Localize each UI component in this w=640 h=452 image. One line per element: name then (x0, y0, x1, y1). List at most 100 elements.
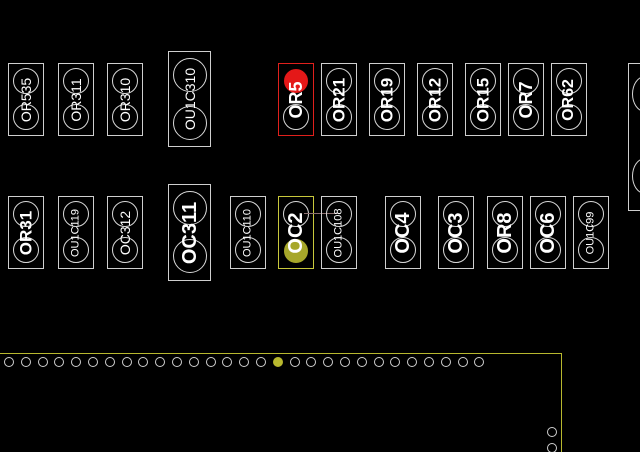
pad-1[interactable] (112, 68, 138, 94)
pad-2[interactable] (172, 239, 207, 273)
component-or21[interactable]: OR21 (321, 63, 357, 136)
pad-1[interactable] (13, 68, 39, 94)
component-partial-right[interactable] (628, 63, 640, 211)
pad-1-selected[interactable] (284, 69, 308, 93)
pad-1[interactable] (63, 201, 89, 227)
pad-2[interactable] (470, 104, 496, 130)
pad-1[interactable] (492, 201, 518, 227)
pad-1[interactable] (172, 58, 207, 92)
connector-pin[interactable] (457, 357, 468, 367)
component-ou1c108[interactable]: OU1C108 (321, 196, 357, 269)
pad-1[interactable] (63, 68, 89, 94)
pad-2[interactable] (632, 158, 640, 194)
component-or31[interactable]: OR31 (8, 196, 44, 269)
pad-2[interactable] (112, 104, 138, 130)
connector-pin[interactable] (424, 357, 434, 367)
component-or62[interactable]: OR62 (551, 63, 587, 136)
pad-2[interactable] (13, 104, 39, 130)
connector-pin[interactable] (306, 357, 317, 367)
pad-2-selected[interactable] (284, 239, 308, 263)
connector-pin[interactable] (340, 357, 350, 367)
pad-1[interactable] (112, 201, 138, 227)
component-oc312[interactable]: OC312 (107, 196, 143, 269)
pad-1[interactable] (326, 201, 352, 227)
pad-2[interactable] (326, 237, 352, 263)
connector-pin[interactable] (188, 357, 199, 367)
pad-2[interactable] (422, 104, 448, 130)
pad-2[interactable] (235, 237, 261, 263)
connector-pin[interactable] (54, 357, 65, 367)
pad-2[interactable] (326, 104, 352, 130)
connector-pin[interactable] (239, 357, 250, 367)
trace-segment[interactable] (304, 213, 340, 214)
pad-1[interactable] (556, 68, 582, 94)
component-ou1c110[interactable]: OU1C110 (230, 196, 266, 269)
connector-pin-right-2[interactable] (547, 443, 557, 452)
component-or7[interactable]: OR7 (508, 63, 544, 136)
component-oc3[interactable]: OC3 (438, 196, 474, 269)
pad-2[interactable] (283, 104, 309, 130)
connector-pin[interactable] (71, 357, 82, 367)
component-oc2[interactable]: OC2 (278, 196, 314, 269)
pad-1[interactable] (470, 68, 496, 94)
pad-1[interactable] (513, 68, 539, 94)
component-or12[interactable]: OR12 (417, 63, 453, 136)
component-or310[interactable]: OR310 (107, 63, 143, 136)
connector-pin[interactable] (407, 357, 418, 367)
pad-2[interactable] (374, 104, 400, 130)
connector-pin[interactable] (222, 357, 233, 367)
pad-1[interactable] (374, 68, 400, 94)
pad-1[interactable] (13, 201, 39, 227)
component-oc4[interactable]: OC4 (385, 196, 421, 269)
connector-pin[interactable] (323, 357, 334, 367)
connector-pin[interactable] (440, 357, 451, 367)
connector-pin[interactable] (121, 357, 132, 367)
connector-pin[interactable] (138, 357, 149, 367)
connector-pin[interactable] (20, 357, 31, 367)
pad-1[interactable] (235, 201, 261, 227)
connector-pin[interactable] (373, 357, 384, 367)
pad-2[interactable] (63, 104, 89, 130)
pad-1[interactable] (283, 201, 309, 227)
pad-2[interactable] (535, 237, 561, 263)
pad-1[interactable] (390, 201, 416, 227)
pad-2[interactable] (578, 237, 604, 263)
component-or311[interactable]: OR311 (58, 63, 94, 136)
component-or535[interactable]: OR535 (8, 63, 44, 136)
pad-2[interactable] (492, 237, 518, 263)
connector-pin[interactable] (88, 357, 98, 367)
pad-1[interactable] (535, 201, 561, 227)
component-or8[interactable]: OR8 (487, 196, 523, 269)
connector-pin[interactable] (37, 357, 48, 367)
pad-2[interactable] (172, 106, 207, 140)
connector-pin[interactable] (256, 357, 266, 367)
connector-pin[interactable] (104, 357, 115, 367)
pad-1[interactable] (422, 68, 448, 94)
connector-pin[interactable] (390, 357, 401, 367)
pad-2[interactable] (556, 104, 582, 130)
pad-2[interactable] (513, 104, 539, 130)
component-or15[interactable]: OR15 (465, 63, 501, 136)
connector-pin-active[interactable] (272, 357, 283, 367)
component-or19[interactable]: OR19 (369, 63, 405, 136)
pad-2[interactable] (63, 237, 89, 263)
pad-2[interactable] (112, 237, 138, 263)
component-ou1c99[interactable]: OU1C99 (573, 196, 609, 269)
connector-pin-right-1[interactable] (547, 427, 557, 437)
connector-pin[interactable] (172, 357, 182, 367)
pad-1[interactable] (326, 68, 352, 94)
component-oc311[interactable]: OC311 (168, 184, 211, 281)
pad-1[interactable] (172, 191, 207, 225)
component-ou1c310[interactable]: OU1C310 (168, 51, 211, 147)
connector-pin[interactable] (205, 357, 216, 367)
connector-pin[interactable] (356, 357, 367, 367)
connector-pin[interactable] (474, 357, 485, 367)
connector-outline[interactable] (0, 353, 562, 452)
connector-pin[interactable] (289, 357, 300, 367)
connector-pin[interactable] (155, 357, 166, 367)
pad-2[interactable] (13, 237, 39, 263)
pad-1[interactable] (578, 201, 604, 227)
pad-2[interactable] (390, 237, 416, 263)
component-or5[interactable]: OR5 (278, 63, 314, 136)
